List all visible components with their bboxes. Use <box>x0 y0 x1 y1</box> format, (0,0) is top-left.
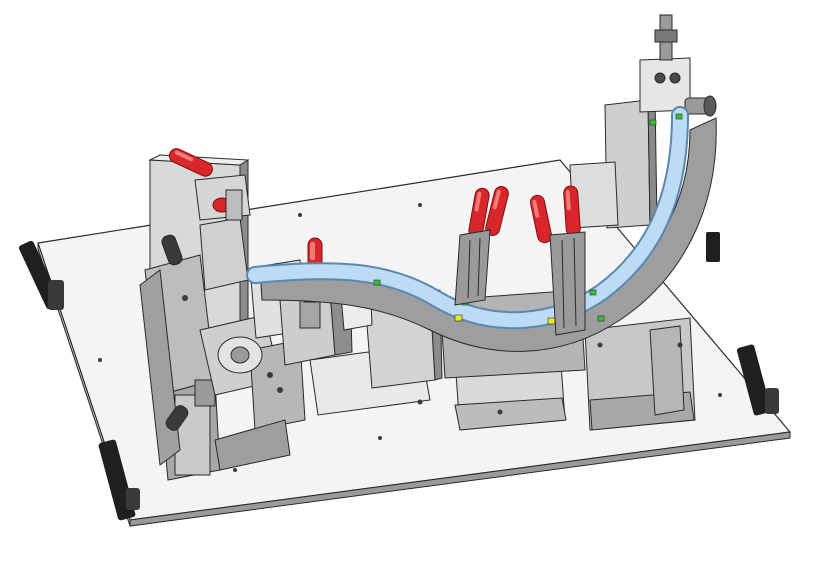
bolt <box>677 342 683 348</box>
left-top-clamp <box>168 148 251 221</box>
clamp-icon <box>485 186 509 236</box>
tube-fill <box>248 108 687 328</box>
clamp-icon <box>168 148 213 177</box>
bolt <box>277 387 283 393</box>
green-marker <box>373 279 381 286</box>
hole <box>233 468 237 472</box>
bolts <box>182 295 683 415</box>
green-marker <box>675 113 683 120</box>
bolt <box>182 295 188 301</box>
green-marker <box>649 119 657 126</box>
center-toggle-clamps <box>454 186 509 306</box>
right-tower <box>569 14 717 229</box>
handle-icon <box>18 240 64 310</box>
hole <box>98 358 102 362</box>
handle-icon <box>736 344 779 416</box>
green-marker <box>597 315 605 322</box>
hole <box>378 436 382 440</box>
right-clamp-base <box>584 317 696 431</box>
yellow-marker <box>547 317 556 325</box>
carry-handles <box>18 232 779 521</box>
hole <box>718 393 722 397</box>
clamp-icon <box>529 194 553 244</box>
clamp-icon <box>563 185 581 237</box>
right-toggle-clamps <box>529 185 586 336</box>
bolt <box>417 399 423 405</box>
yellow-marker <box>454 314 463 322</box>
bolt <box>267 372 273 378</box>
hole <box>418 203 422 207</box>
bolt <box>597 342 603 348</box>
handle-icon <box>706 232 720 262</box>
handle-icon <box>98 439 140 521</box>
green-marker <box>589 289 597 296</box>
hole <box>298 213 302 217</box>
bolt <box>497 409 503 415</box>
